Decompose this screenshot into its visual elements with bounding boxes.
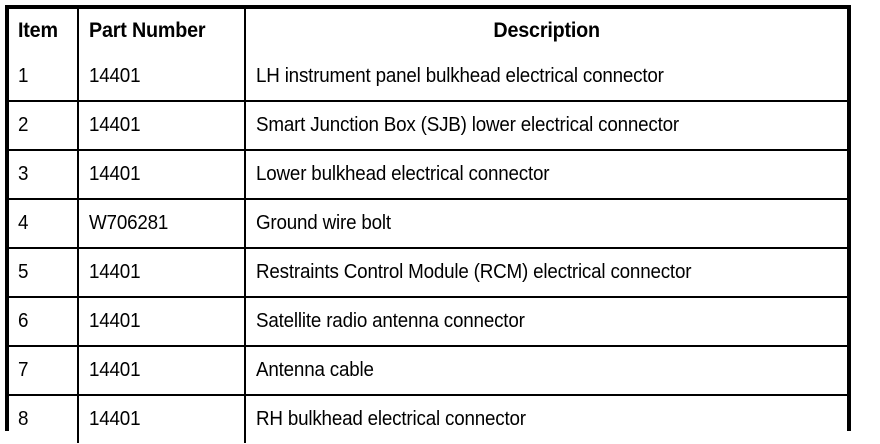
cell-description: RH bulkhead electrical connector bbox=[245, 395, 847, 443]
column-header-part-number: Part Number bbox=[78, 9, 246, 53]
cell-item: 6 bbox=[9, 297, 79, 347]
table-row: 5 14401 Restraints Control Module (RCM) … bbox=[9, 248, 847, 298]
cell-item-text: 7 bbox=[18, 359, 29, 381]
cell-item-text: 8 bbox=[18, 408, 29, 430]
column-header-description-label: Description bbox=[493, 19, 600, 42]
column-header-description: Description bbox=[245, 9, 847, 53]
cell-description: Smart Junction Box (SJB) lower electrica… bbox=[245, 101, 847, 151]
table-row: 7 14401 Antenna cable bbox=[9, 346, 847, 396]
cell-part-number: 14401 bbox=[78, 297, 246, 347]
cell-part-number-text: 14401 bbox=[89, 163, 141, 185]
cell-part-number-text: 14401 bbox=[89, 310, 141, 332]
cell-part-number: 14401 bbox=[78, 101, 246, 151]
cell-description: Lower bulkhead electrical connector bbox=[245, 150, 847, 200]
cell-part-number-text: 14401 bbox=[89, 261, 141, 283]
cell-description: Ground wire bolt bbox=[245, 199, 847, 249]
cell-description-text: Restraints Control Module (RCM) electric… bbox=[256, 261, 692, 283]
cell-description-text: RH bulkhead electrical connector bbox=[256, 408, 526, 430]
cell-description-text: Satellite radio antenna connector bbox=[256, 310, 525, 332]
cell-item: 3 bbox=[9, 150, 79, 200]
cell-part-number: 14401 bbox=[78, 248, 246, 298]
cell-part-number: 14401 bbox=[78, 53, 246, 102]
table-row: 8 14401 RH bulkhead electrical connector bbox=[9, 395, 847, 443]
cell-item-text: 6 bbox=[18, 310, 29, 332]
parts-table: Item Part Number Description 1 bbox=[9, 9, 847, 443]
cell-part-number-text: 14401 bbox=[89, 408, 141, 430]
cell-item-text: 3 bbox=[18, 163, 29, 185]
cell-item: 5 bbox=[9, 248, 79, 298]
cell-description: Restraints Control Module (RCM) electric… bbox=[245, 248, 847, 298]
cell-part-number-text: 14401 bbox=[89, 114, 141, 136]
cell-part-number: 14401 bbox=[78, 150, 246, 200]
cell-item: 4 bbox=[9, 199, 79, 249]
cell-part-number-text: 14401 bbox=[89, 65, 141, 87]
cell-item: 8 bbox=[9, 395, 79, 443]
table-row: 3 14401 Lower bulkhead electrical connec… bbox=[9, 150, 847, 200]
column-header-item-label: Item bbox=[18, 19, 58, 42]
cell-item-text: 2 bbox=[18, 114, 29, 136]
table-body: 1 14401 LH instrument panel bulkhead ele… bbox=[9, 53, 847, 443]
parts-table-frame: Item Part Number Description 1 bbox=[5, 5, 851, 443]
table-row: 6 14401 Satellite radio antenna connecto… bbox=[9, 297, 847, 347]
column-header-part-number-label: Part Number bbox=[89, 19, 206, 42]
cell-description-text: Antenna cable bbox=[256, 359, 374, 381]
cell-item: 2 bbox=[9, 101, 79, 151]
cell-part-number-text: 14401 bbox=[89, 359, 141, 381]
table-row: 1 14401 LH instrument panel bulkhead ele… bbox=[9, 53, 847, 102]
cell-item-text: 1 bbox=[18, 65, 29, 87]
cell-description: LH instrument panel bulkhead electrical … bbox=[245, 53, 847, 102]
cell-part-number: 14401 bbox=[78, 395, 246, 443]
cell-part-number: W706281 bbox=[78, 199, 246, 249]
cell-part-number: 14401 bbox=[78, 346, 246, 396]
cell-description-text: LH instrument panel bulkhead electrical … bbox=[256, 65, 664, 87]
cell-item: 7 bbox=[9, 346, 79, 396]
table-header-row: Item Part Number Description bbox=[9, 9, 847, 53]
cell-description-text: Lower bulkhead electrical connector bbox=[256, 163, 550, 185]
table-header: Item Part Number Description bbox=[9, 9, 847, 53]
table-row: 2 14401 Smart Junction Box (SJB) lower e… bbox=[9, 101, 847, 151]
column-header-item: Item bbox=[9, 9, 79, 53]
cell-part-number-text: W706281 bbox=[89, 212, 169, 234]
cell-description-text: Smart Junction Box (SJB) lower electrica… bbox=[256, 114, 679, 136]
cell-item-text: 4 bbox=[18, 212, 29, 234]
cell-item: 1 bbox=[9, 53, 79, 102]
cell-description-text: Ground wire bolt bbox=[256, 212, 391, 234]
cell-description: Antenna cable bbox=[245, 346, 847, 396]
cell-item-text: 5 bbox=[18, 261, 29, 283]
table-row: 4 W706281 Ground wire bolt bbox=[9, 199, 847, 249]
cell-description: Satellite radio antenna connector bbox=[245, 297, 847, 347]
